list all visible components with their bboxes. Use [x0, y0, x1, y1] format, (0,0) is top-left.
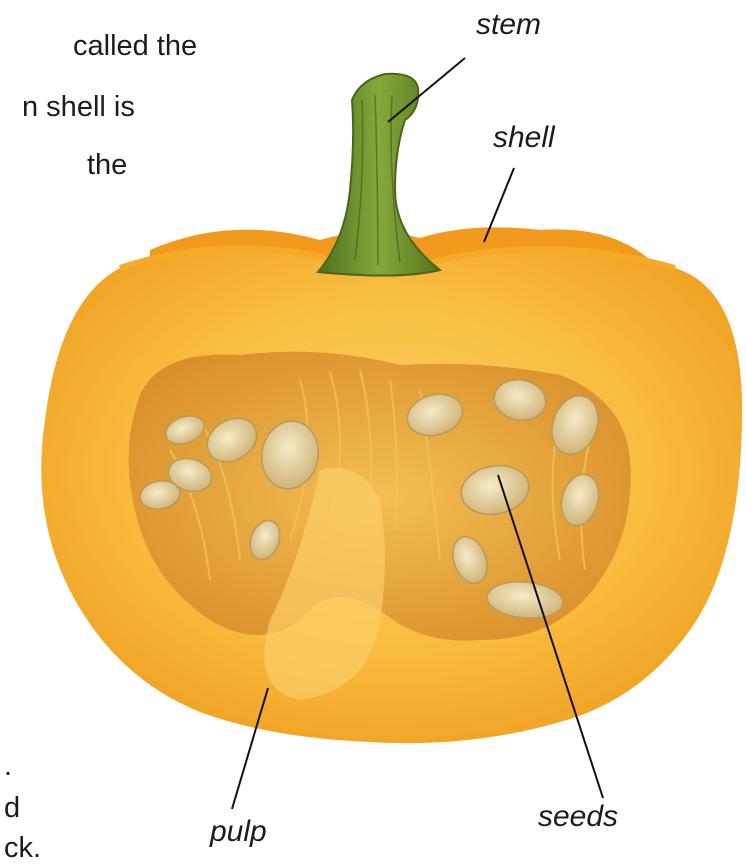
- stem-label: stem: [476, 8, 541, 42]
- pulp-label: pulp: [210, 815, 267, 849]
- seeds-label: seeds: [538, 800, 618, 834]
- shell-label: shell: [493, 121, 555, 155]
